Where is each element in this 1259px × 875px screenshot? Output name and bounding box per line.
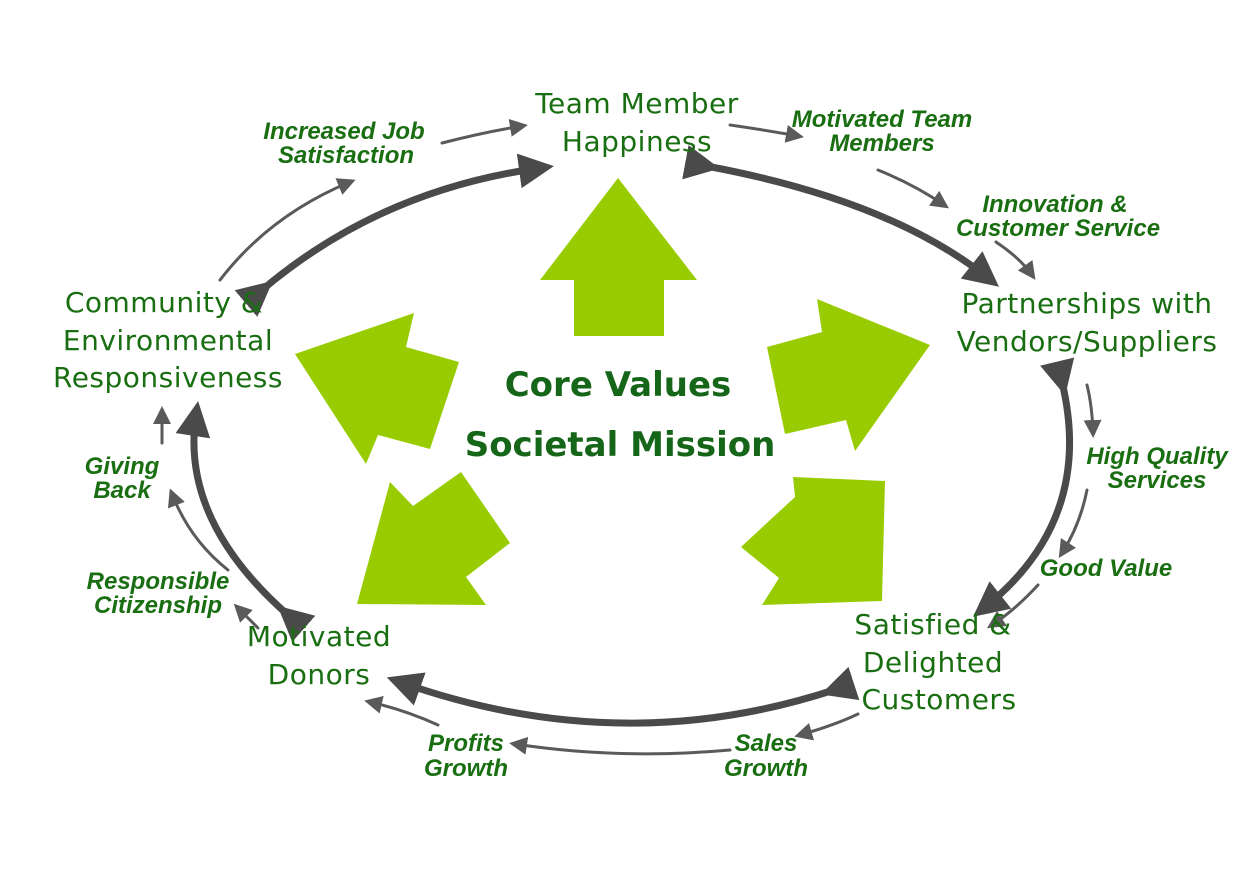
node-team-line2: Happiness	[562, 125, 712, 158]
edge-label-line: Growth	[424, 755, 508, 782]
connector-customers-donors	[386, 666, 860, 727]
edge-label-line: Growth	[724, 755, 808, 782]
label-high-quality-services: High Quality Services	[1086, 443, 1229, 494]
edge-label-line: Motivated Team	[792, 106, 972, 133]
edge-label-line: Members	[829, 130, 934, 157]
flow-arrow-team-to-motivated	[728, 123, 804, 143]
edge-label-line: Sales	[735, 730, 798, 757]
node-customers-line2: Delighted	[863, 646, 1003, 679]
arrow-to-donors	[357, 472, 510, 605]
arrow-to-partners	[767, 299, 930, 451]
edge-label-line: Back	[93, 477, 152, 504]
label-responsible-citizenship: Responsible Citizenship	[87, 568, 230, 619]
node-partnerships: Partnerships with Vendors/Suppliers	[957, 287, 1218, 358]
node-community-line1: Community &	[65, 286, 263, 319]
center-societal-mission: Societal Mission	[465, 425, 776, 465]
flow-arrow-good-value-to-customers	[986, 583, 1040, 629]
node-customers-line3: Customers	[861, 683, 1016, 716]
node-team-member-happiness: Team Member Happiness	[534, 87, 739, 158]
edge-label-line: Satisfaction	[278, 142, 414, 169]
edge-label-line: High Quality	[1086, 443, 1229, 470]
flow-arrow-customers-to-sales	[794, 712, 860, 741]
connector-community-team	[234, 153, 554, 317]
center-core-values: Core Values	[505, 365, 732, 405]
edge-label-line: Customer Service	[956, 215, 1160, 242]
node-motivated-donors: Motivated Donors	[247, 620, 391, 691]
edge-label-line: Citizenship	[94, 592, 222, 619]
edge-label-line: Services	[1108, 467, 1207, 494]
node-customers-line1: Satisfied &	[854, 608, 1011, 641]
node-satisfied-customers: Satisfied & Delighted Customers	[854, 608, 1016, 716]
edge-label-line: Good Value	[1040, 555, 1172, 582]
flow-arrow-job-satisfaction-to-team	[440, 119, 528, 145]
node-community-line3: Responsiveness	[53, 361, 283, 394]
flow-arrow-partners-to-high-quality	[1083, 383, 1102, 438]
connector-team-partners	[682, 144, 999, 287]
up-arrow-to-team	[540, 178, 697, 336]
connector-partners-customers	[973, 357, 1075, 617]
node-donors-line2: Donors	[268, 658, 371, 691]
label-motivated-team-members: Motivated Team Members	[792, 106, 972, 157]
flow-arrow-motivated-to-innovation	[876, 168, 949, 209]
label-increased-job-satisfaction: Increased Job Satisfaction	[263, 118, 424, 169]
label-good-value: Good Value	[1040, 555, 1172, 582]
label-sales-growth: Sales Growth	[724, 730, 808, 782]
label-giving-back: Giving Back	[85, 453, 160, 504]
node-community-line2: Environmental	[63, 324, 273, 357]
node-donors-line1: Motivated	[247, 620, 391, 653]
node-partners-line1: Partnerships with	[961, 287, 1212, 320]
edge-label-line: Profits	[428, 730, 504, 757]
label-innovation-customer-service: Innovation & Customer Service	[956, 191, 1160, 242]
flow-arrow-donors-to-responsible	[233, 603, 260, 630]
connector-donors-community	[175, 401, 316, 643]
flow-arrow-profits-to-donors	[364, 695, 440, 727]
node-community: Community & Environmental Responsiveness	[53, 286, 283, 394]
node-partners-line2: Vendors/Suppliers	[957, 325, 1218, 358]
flow-arrow-innovation-to-partners	[994, 240, 1036, 280]
flow-arrow-responsible-to-giving	[167, 488, 230, 572]
edge-label-line: Responsible	[87, 568, 230, 595]
arrow-to-customers	[741, 477, 885, 605]
flow-arrow-community-to-job-satisfaction	[218, 178, 356, 282]
node-team-line1: Team Member	[534, 87, 739, 120]
edge-label-line: Giving	[85, 453, 160, 480]
label-profits-growth: Profits Growth	[424, 730, 508, 782]
flow-arrow-sales-to-profits	[509, 736, 732, 756]
flow-arrow-high-quality-to-good-value	[1058, 488, 1089, 559]
edge-label-line: Innovation &	[982, 191, 1127, 218]
arrow-to-community	[295, 313, 459, 464]
edge-label-line: Increased Job	[263, 118, 424, 145]
